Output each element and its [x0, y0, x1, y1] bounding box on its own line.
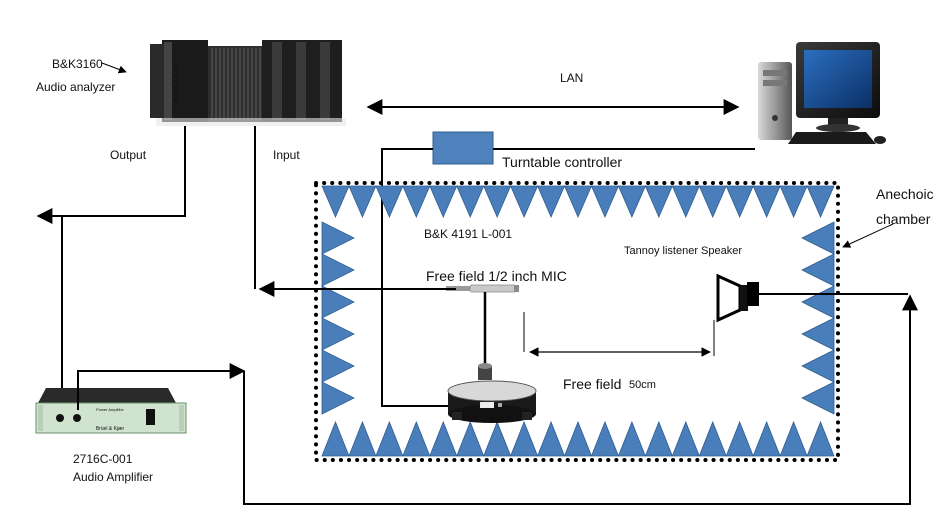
foam-wedge-bottom — [698, 420, 727, 457]
foam-wedge-top — [321, 185, 350, 219]
foam-wedge-top — [375, 185, 404, 219]
foam-wedge-top — [563, 185, 593, 219]
foam-wedge-bottom — [617, 420, 646, 457]
analyzer-brand-text: Brüel & Kjær — [173, 61, 180, 101]
turntable-controller-box — [432, 131, 494, 165]
wedges-bottom — [321, 420, 835, 457]
audio-analyzer-device: Brüel & Kjær — [150, 40, 346, 126]
bk4191-label: B&K 4191 L-001 — [424, 227, 512, 241]
foam-wedge-bottom — [321, 420, 350, 457]
foam-wedge-top — [429, 185, 458, 219]
amplifier-to-speaker-loop — [243, 294, 918, 505]
amplifier-brand-text: Brüel & Kjær — [96, 426, 125, 432]
foam-wedge-right — [801, 349, 835, 383]
foam-wedge-right — [801, 317, 835, 351]
lan-label: LAN — [560, 71, 583, 85]
foam-wedge-top — [617, 185, 646, 219]
foam-wedge-left — [321, 381, 355, 415]
foam-wedge-bottom — [429, 420, 458, 457]
foam-wedge-top — [536, 185, 566, 219]
foam-wedge-right — [801, 253, 835, 287]
foam-wedge-bottom — [402, 420, 431, 457]
foam-wedge-top — [725, 185, 754, 219]
microphone-icon — [446, 284, 519, 293]
foam-wedge-top — [456, 185, 485, 219]
free-field-label: Free field — [563, 376, 621, 392]
foam-wedge-left — [321, 349, 355, 383]
computer-icon — [758, 42, 886, 144]
foam-wedge-top — [483, 185, 512, 219]
input-label: Input — [273, 148, 300, 162]
foam-wedge-top — [671, 185, 700, 219]
amplifier-model-label: 2716C-001 — [73, 452, 133, 466]
foam-wedge-top — [644, 185, 673, 219]
foam-wedge-top — [806, 185, 835, 219]
audio-amplifier-device: Power Amplifier Brüel & Kjær — [35, 388, 187, 434]
speaker-icon — [716, 273, 759, 323]
amplifier-panel-text: Power Amplifier — [96, 407, 124, 412]
output-label: Output — [110, 148, 147, 162]
foam-wedge-left — [321, 221, 355, 255]
turntable-icon — [447, 363, 537, 423]
controller-to-turntable-line — [381, 148, 448, 407]
foam-wedge-right — [801, 221, 835, 255]
foam-wedge-top — [590, 185, 620, 219]
foam-wedge-left — [321, 317, 355, 351]
foam-wedge-bottom — [375, 420, 404, 457]
anechoic-pointer-arrow — [842, 223, 894, 248]
foam-wedge-left — [321, 253, 355, 287]
foam-wedge-bottom — [536, 420, 566, 457]
anechoic-chamber-boundary — [314, 181, 840, 462]
foam-wedge-bottom — [456, 420, 485, 457]
speaker-label: Tannoy listener Speaker — [624, 245, 742, 257]
foam-wedge-bottom — [644, 420, 673, 457]
foam-wedge-bottom — [483, 420, 512, 457]
foam-wedge-bottom — [671, 420, 700, 457]
analyzer-name-label: Audio analyzer — [36, 80, 115, 94]
foam-wedge-top — [698, 185, 727, 219]
foam-wedge-bottom — [510, 420, 539, 457]
foam-wedge-bottom — [752, 420, 781, 457]
foam-wedge-top — [510, 185, 539, 219]
foam-wedge-bottom — [590, 420, 620, 457]
foam-wedge-top — [752, 185, 781, 219]
foam-wedge-top — [348, 185, 377, 219]
foam-wedge-bottom — [563, 420, 593, 457]
anechoic-label-line1: Anechoic — [876, 186, 934, 202]
foam-wedge-bottom — [725, 420, 754, 457]
wedges-top — [321, 185, 835, 219]
wedges-right — [801, 221, 835, 415]
distance-label: 50cm — [629, 379, 656, 391]
wedges-left — [321, 221, 355, 415]
foam-wedge-bottom — [779, 420, 808, 457]
amplifier-name-label: Audio Amplifier — [73, 470, 153, 484]
foam-wedge-bottom — [348, 420, 377, 457]
foam-wedge-bottom — [806, 420, 835, 457]
analyzer-model-label: B&K3160 — [52, 57, 103, 71]
mic-label: Free field 1/2 inch MIC — [426, 268, 567, 284]
turntable-controller-label: Turntable controller — [502, 154, 622, 170]
foam-wedge-right — [801, 381, 835, 415]
analyzer-output-line — [36, 126, 186, 224]
anechoic-label-line2: chamber — [876, 211, 931, 227]
foam-wedge-top — [779, 185, 808, 219]
foam-wedge-right — [801, 285, 835, 319]
analyzer-pointer-arrow — [101, 62, 127, 74]
foam-wedge-top — [402, 185, 431, 219]
foam-wedge-left — [321, 285, 355, 319]
amplifier-out-arrow — [77, 363, 246, 410]
